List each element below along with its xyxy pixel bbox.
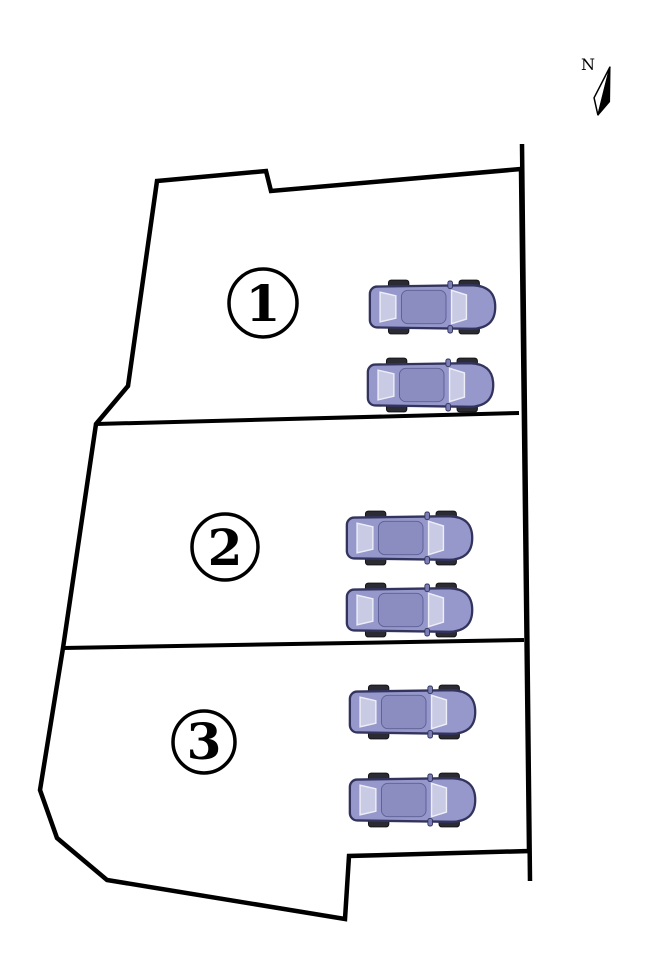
plot-outline	[37, 166, 532, 922]
north-label: N	[581, 55, 595, 74]
car-top-view-icon	[368, 279, 497, 335]
car-top-view-icon	[345, 510, 474, 566]
lot-2-circle	[190, 512, 260, 582]
lot-2-number: 2	[208, 518, 243, 577]
lot-2: 2	[190, 510, 474, 638]
compass: N	[581, 55, 611, 116]
needle-right-half	[597, 66, 611, 116]
lot-3-circle	[171, 709, 237, 775]
right-boundary-line	[519, 143, 533, 882]
car-top-view-icon	[345, 582, 474, 638]
lot-3-number: 3	[187, 712, 222, 771]
north-arrow-icon	[593, 66, 611, 116]
car-top-view-icon	[366, 357, 495, 413]
lot-divider-1-2	[95, 411, 520, 426]
lot-3: 3	[171, 684, 477, 828]
lot-1-circle	[227, 267, 299, 339]
car-top-view-icon	[348, 772, 477, 828]
lot-divider-2-3	[62, 638, 525, 650]
car-top-view-icon	[348, 684, 477, 740]
lot-1-number: 1	[246, 274, 281, 333]
lot-1: 1	[227, 267, 497, 413]
